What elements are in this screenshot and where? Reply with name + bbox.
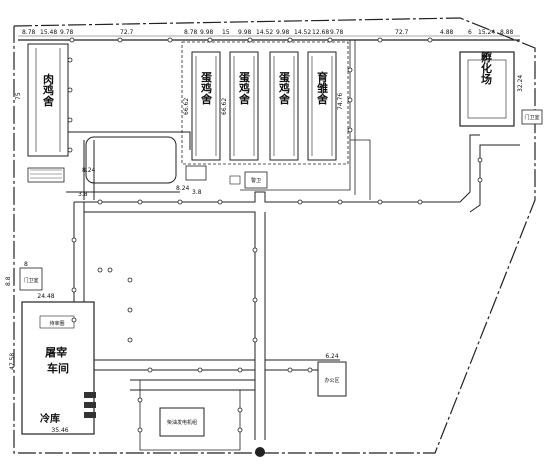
dim-top-1: 8.78 bbox=[22, 29, 36, 36]
slaughter-line2: 车间 bbox=[47, 361, 69, 375]
dim-top-right-mid: 72.7 bbox=[395, 29, 409, 36]
slaughter-label: 屠宰 车间 bbox=[45, 345, 71, 375]
roads bbox=[73, 134, 520, 440]
cold-w-dim: 35.46 bbox=[51, 427, 68, 434]
brooding-label: 育雏舍 bbox=[316, 70, 329, 105]
egg-house-1 bbox=[191, 51, 221, 161]
dim-wgate-h: 8.8 bbox=[5, 276, 12, 286]
brooding-house bbox=[307, 51, 337, 161]
egg-house-2 bbox=[229, 51, 259, 161]
dim-egg-e: 14.52 bbox=[256, 29, 273, 36]
dim-tr-c: 15.24 bbox=[478, 29, 495, 36]
hatchery-label: 孵化场 bbox=[480, 50, 493, 85]
slaughter-w-dim: 24.48 bbox=[37, 293, 54, 300]
guard-box bbox=[244, 171, 268, 189]
dim-wgate-w: 8 bbox=[24, 261, 28, 268]
site-boundary bbox=[13, 17, 536, 454]
dim-egg-g: 14.52 bbox=[294, 29, 311, 36]
dim-tr-a: 4.88 bbox=[440, 29, 454, 36]
office-label: 办公区 bbox=[324, 377, 339, 384]
slaughter-h-dim: 47.58 bbox=[9, 353, 16, 370]
hatch-h-dim: 32.24 bbox=[517, 75, 524, 92]
dim-egg-f: 9.98 bbox=[276, 29, 290, 36]
dim-top-3: 9.78 bbox=[60, 29, 74, 36]
dim-egg-a: 8.78 bbox=[184, 29, 198, 36]
holding-label: 待宰圈 bbox=[49, 320, 64, 327]
meat-chicken-label: 肉鸡舍 bbox=[42, 72, 56, 107]
service-points bbox=[67, 37, 483, 433]
dim-small-a: 8.24 bbox=[82, 167, 96, 174]
dim-small-b: 3.8 bbox=[78, 191, 88, 198]
meat-house-dim: 75 bbox=[15, 92, 22, 100]
office bbox=[317, 361, 347, 397]
brood-h-dim: 74.76 bbox=[337, 93, 344, 110]
dim-small-d: 3.8 bbox=[192, 189, 202, 196]
dim-egg-d: 9.98 bbox=[238, 29, 252, 36]
west-gate bbox=[19, 267, 43, 291]
dim-egg-c: 15 bbox=[222, 29, 230, 36]
ne-gate-box bbox=[521, 109, 543, 125]
dim-egg-b: 9.98 bbox=[200, 29, 214, 36]
cold-label: 冷库 bbox=[40, 412, 60, 425]
egg-h1-dim: 66.62 bbox=[183, 98, 190, 115]
generator bbox=[159, 407, 205, 437]
egg-house-2-label: 蛋鸡舍 bbox=[238, 71, 252, 105]
hatchery bbox=[459, 51, 515, 127]
meat-chicken-house bbox=[27, 43, 69, 157]
egg-house-3-label: 蛋鸡舍 bbox=[278, 71, 292, 105]
guard-label: 警卫 bbox=[251, 177, 261, 184]
plaza bbox=[85, 136, 177, 184]
egg-house-3 bbox=[269, 51, 299, 161]
egg-h2-dim: 66.62 bbox=[221, 98, 228, 115]
generator-label: 柴油发电机组 bbox=[167, 419, 197, 426]
dim-tr-d: 8.88 bbox=[500, 29, 514, 36]
dim-top-2: 15.48 bbox=[40, 29, 57, 36]
dim-egg-h: 12.68 bbox=[312, 29, 329, 36]
dim-tr-b: 6 bbox=[468, 29, 472, 36]
slaughter-line1: 屠宰 bbox=[45, 345, 67, 359]
dim-small-c: 8.24 bbox=[176, 185, 190, 192]
dim-egg-i: 9.78 bbox=[330, 29, 344, 36]
west-gate-label: 门卫室 bbox=[23, 277, 38, 284]
egg-house-1-label: 蛋鸡舍 bbox=[200, 71, 214, 105]
office-w-dim: 6.24 bbox=[325, 353, 339, 360]
dim-top-4: 72.7 bbox=[120, 29, 134, 36]
ne-gate-label: 门卫室 bbox=[524, 114, 539, 121]
